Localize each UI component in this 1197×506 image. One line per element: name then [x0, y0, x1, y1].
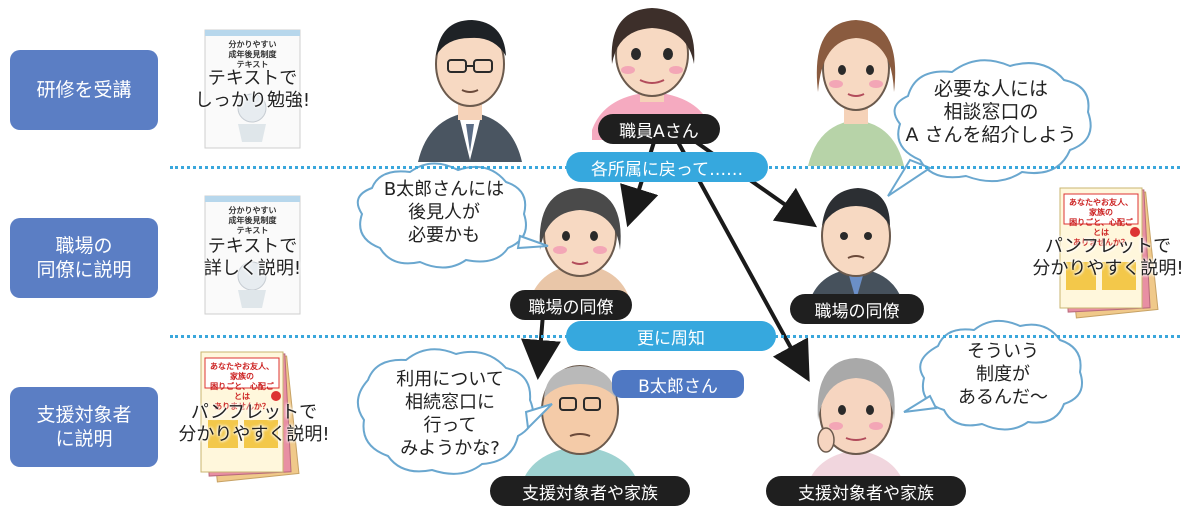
bubble-such-system-text: そういう 制度が あるんだ〜 [958, 341, 1048, 408]
pamphlet-explain-caption-left: パンフレットで 分かりやすく説明! [178, 402, 330, 445]
textbook-cover-1 [204, 29, 301, 149]
bubble-need-guardian-text: B太郎さんには 後見人が 必要かも [383, 179, 505, 246]
textbook-cover-2 [204, 195, 301, 315]
pamphlet-headline-left: あなたやお友人、家族の 困りごと、心配ごとは ありませんか？ [210, 362, 274, 411]
textbook-title-2: 分かりやすい 成年後見制度 テキスト [228, 206, 277, 235]
woman-right-figure [808, 20, 904, 166]
pamphlet-stack-right [1059, 187, 1159, 319]
target-right-label: 支援対象者や家族 [766, 476, 966, 506]
pamphlet-explain-caption-right: パンフレットで 分かりやすく説明! [1032, 236, 1184, 279]
return-label: 各所属に戻って…… [566, 152, 768, 182]
step-explain-colleague: 職場の 同僚に説明 [10, 218, 158, 298]
bubble-need-guardian [356, 162, 549, 269]
colleague-right-figure [810, 188, 902, 300]
step-explain-target: 支援対象者 に説明 [10, 387, 158, 467]
colleague-right-label: 職場の同僚 [790, 294, 924, 324]
old-woman-figure [806, 358, 906, 490]
pamphlet-headline-right: あなたやお友人、家族の 困りごと、心配ごとは ありませんか？ [1069, 198, 1133, 247]
further-label: 更に周知 [566, 321, 776, 351]
bubble-such-system [903, 319, 1083, 431]
arrow-to-b-taro [520, 313, 561, 380]
bubble-consult-window [357, 348, 553, 475]
pamphlet-stack-left [200, 351, 300, 483]
staff-a-label: 職員Aさん [598, 114, 720, 144]
man-glasses-figure [418, 20, 522, 162]
bubble-consult-window-text: 利用について 相続窓口に 行って みようかな? [396, 369, 504, 459]
b-taro-label: B太郎さん [612, 370, 744, 398]
step-training: 研修を受講 [10, 50, 158, 130]
textbook-study-caption: テキストで しっかり勉強! [194, 68, 311, 111]
textbook-title-1: 分かりやすい 成年後見制度 テキスト [228, 40, 277, 69]
target-left-label: 支援対象者や家族 [490, 476, 690, 506]
colleague-left-label: 職場の同僚 [510, 290, 632, 320]
bubble-introduce-a [887, 59, 1092, 197]
textbook-explain-caption: テキストで 詳しく説明! [203, 236, 302, 279]
bubble-introduce-a-text: 必要な人には 相談窓口の A さんを紹介しよう [905, 78, 1077, 146]
